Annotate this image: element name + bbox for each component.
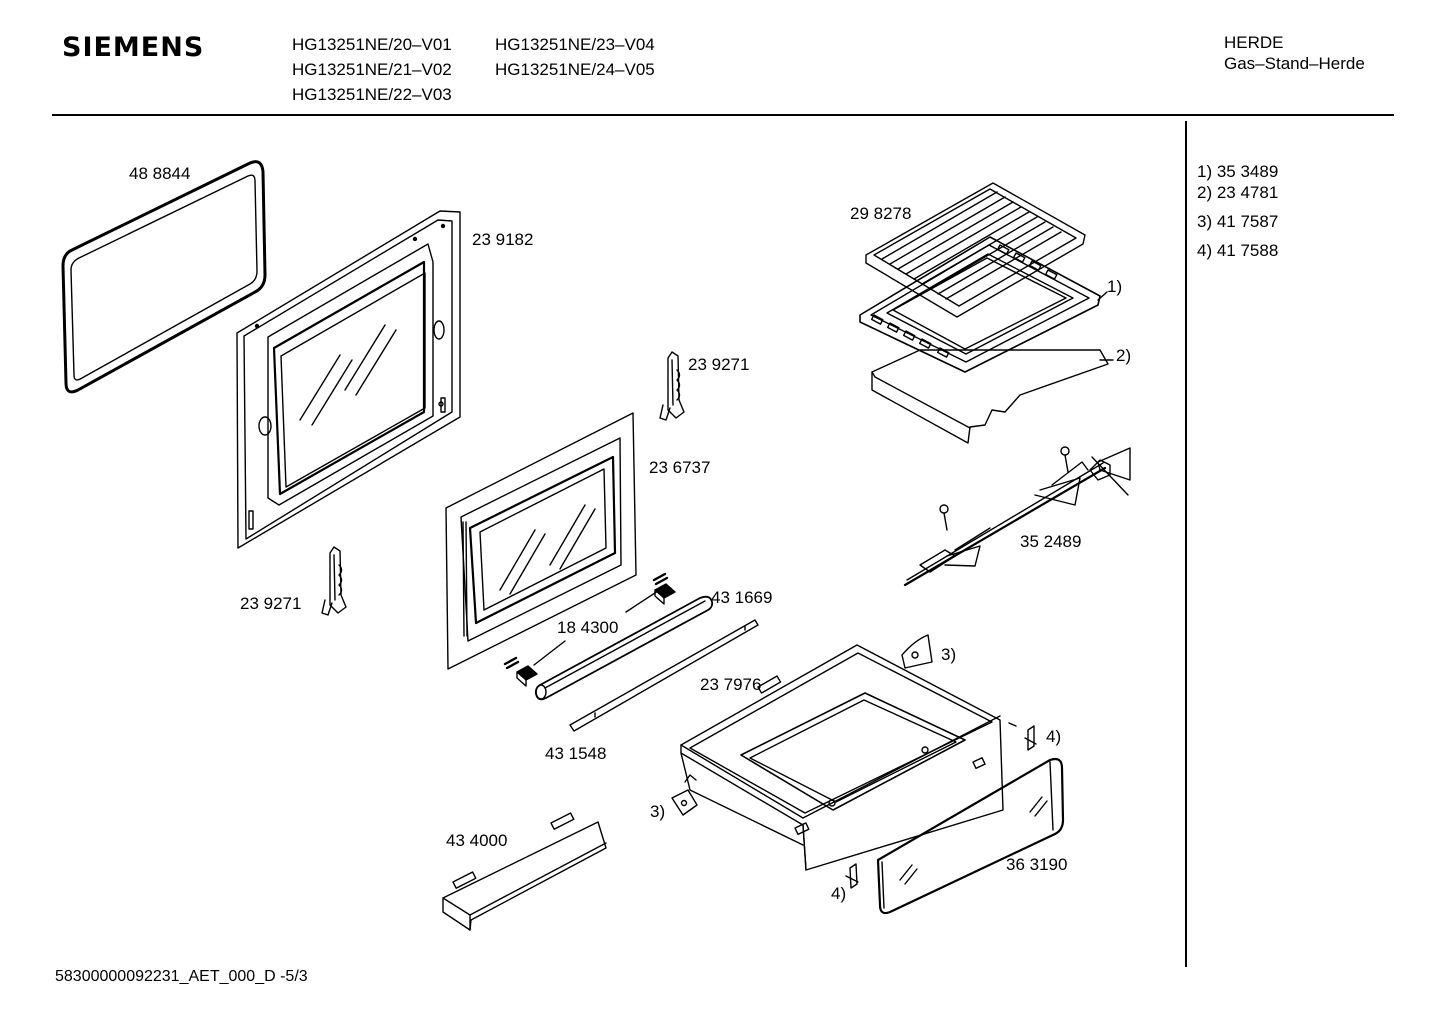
outer-door-part xyxy=(445,412,637,670)
part-number-label: 48 8844 xyxy=(129,164,191,183)
door-gasket-part xyxy=(61,160,267,394)
callout-label: 4) xyxy=(1046,727,1062,746)
drawer-clip-bottom-part xyxy=(671,789,698,816)
category-subtitle: Gas–Stand–Herde xyxy=(1224,54,1365,73)
hinge-top-part xyxy=(659,351,685,421)
baking-tray-part xyxy=(871,349,1114,444)
part-number-label: 23 7976 xyxy=(700,675,762,694)
callout-label: 3) xyxy=(941,645,957,664)
part-number-label: 35 2489 xyxy=(1020,532,1082,551)
model-list-1: HG13251NE/20–V01 HG13251NE/21–V02 HG1325… xyxy=(292,35,452,105)
storage-drawer-part xyxy=(680,644,1004,871)
part-number-label: 23 9182 xyxy=(472,230,534,249)
model-code: HG13251NE/22–V03 xyxy=(292,85,452,104)
part-number-label: 36 3190 xyxy=(1006,855,1068,874)
drawer-front-panel-part xyxy=(876,757,1065,915)
part-number-label: 23 9271 xyxy=(688,355,750,374)
parts-legend: 1) 35 3489 2) 23 4781 3) 41 7587 4) 41 7… xyxy=(1197,161,1278,261)
drawer-screw-right-part xyxy=(1008,722,1037,751)
storage-bracket-part xyxy=(442,812,607,931)
callout-label: 3) xyxy=(650,802,666,821)
model-list-2: HG13251NE/23–V04 HG13251NE/24–V05 xyxy=(495,35,655,80)
document-code: 58300000092231_AET_000_D -5/3 xyxy=(55,968,308,985)
callout-label: 1) xyxy=(1107,277,1123,296)
part-number-label: 23 9271 xyxy=(240,594,302,613)
part-number-label: 43 1548 xyxy=(545,744,607,763)
header-rule xyxy=(52,114,1394,116)
legend-item: 2) 23 4781 xyxy=(1197,183,1279,202)
part-number-label: 18 4300 xyxy=(557,618,619,637)
model-code: HG13251NE/23–V04 xyxy=(495,35,655,54)
callout-label: 2) xyxy=(1116,346,1132,365)
part-number-label: 23 6737 xyxy=(649,458,711,477)
drawer-screw-left-part xyxy=(845,863,859,889)
rotisserie-spit-part xyxy=(903,446,1131,587)
drawer-clip-top-part xyxy=(901,634,933,669)
model-code: HG13251NE/20–V01 xyxy=(292,35,452,54)
legend-item: 1) 35 3489 xyxy=(1197,162,1279,181)
part-number-label: 29 8278 xyxy=(850,204,912,223)
part-number-label: 43 1669 xyxy=(711,588,773,607)
hinge-left-part xyxy=(321,546,347,616)
baking-tray-frame-part xyxy=(859,236,1108,373)
legend-divider xyxy=(1185,121,1187,967)
callout-label: 4) xyxy=(831,884,847,903)
door-strip-part xyxy=(569,619,759,732)
category-title: HERDE xyxy=(1224,33,1284,52)
model-code: HG13251NE/21–V02 xyxy=(292,60,452,79)
legend-item: 4) 41 7588 xyxy=(1197,241,1279,260)
brand-logo: SIEMENS xyxy=(62,32,205,63)
model-code: HG13251NE/24–V05 xyxy=(495,60,655,79)
inner-door-panel-part xyxy=(236,210,461,549)
category-block: HERDE Gas–Stand–Herde xyxy=(1224,32,1365,74)
legend-item: 3) 41 7587 xyxy=(1197,212,1279,231)
part-number-label: 43 4000 xyxy=(446,831,508,850)
door-handle-part xyxy=(503,572,714,701)
